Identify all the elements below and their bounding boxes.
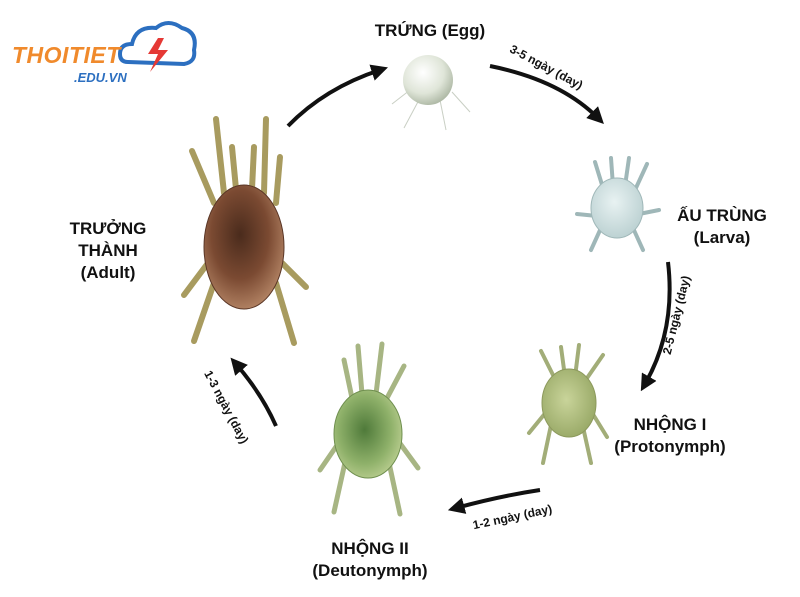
stage-adult-label: TRƯỞNG THÀNH (Adult) <box>56 218 160 284</box>
stage-egg-en: (Egg) <box>441 21 486 40</box>
stage-deuto-name: NHỘNG II <box>331 539 409 558</box>
stage-proto-en: (Protonymph) <box>614 437 726 456</box>
stage-egg-label: TRỨNG (Egg) <box>370 20 490 42</box>
arrow-deuto-to-adult <box>230 357 278 427</box>
arrow-adult-to-egg <box>286 64 388 128</box>
larva-illustration <box>575 156 661 252</box>
deutonymph-illustration <box>317 341 421 517</box>
stage-proto-label: NHỘNG I (Protonymph) <box>608 414 732 458</box>
stage-egg-name: TRỨNG <box>374 21 438 40</box>
logo-sub-text: .EDU.VN <box>74 70 127 85</box>
stage-larva-en: (Larva) <box>693 228 751 247</box>
arrow-larva-to-proto <box>640 261 672 392</box>
stage-deuto-en: (Deutonymph) <box>312 561 428 580</box>
stage-adult-line1: TRƯỞNG <box>69 219 147 238</box>
logo-main-text: THOITIET <box>12 42 121 68</box>
arrow-egg-to-larva <box>489 64 604 124</box>
cloud-bolt-icon <box>117 21 197 72</box>
stage-adult-line2: THÀNH <box>78 241 138 260</box>
stage-larva-name: ẤU TRÙNG <box>677 206 767 225</box>
stage-proto-name: NHỘNG I <box>633 415 707 434</box>
stage-larva-label: ẤU TRÙNG (Larva) <box>662 205 782 249</box>
protonymph-illustration <box>527 343 609 465</box>
stage-deuto-label: NHỘNG II (Deutonymph) <box>300 538 440 582</box>
site-logo: THOITIET .EDU.VN <box>8 14 198 85</box>
egg-illustration <box>391 55 471 131</box>
stage-adult-en: (Adult) <box>80 263 136 282</box>
adult-illustration <box>181 116 309 346</box>
arrow-proto-to-deuto <box>447 488 541 514</box>
